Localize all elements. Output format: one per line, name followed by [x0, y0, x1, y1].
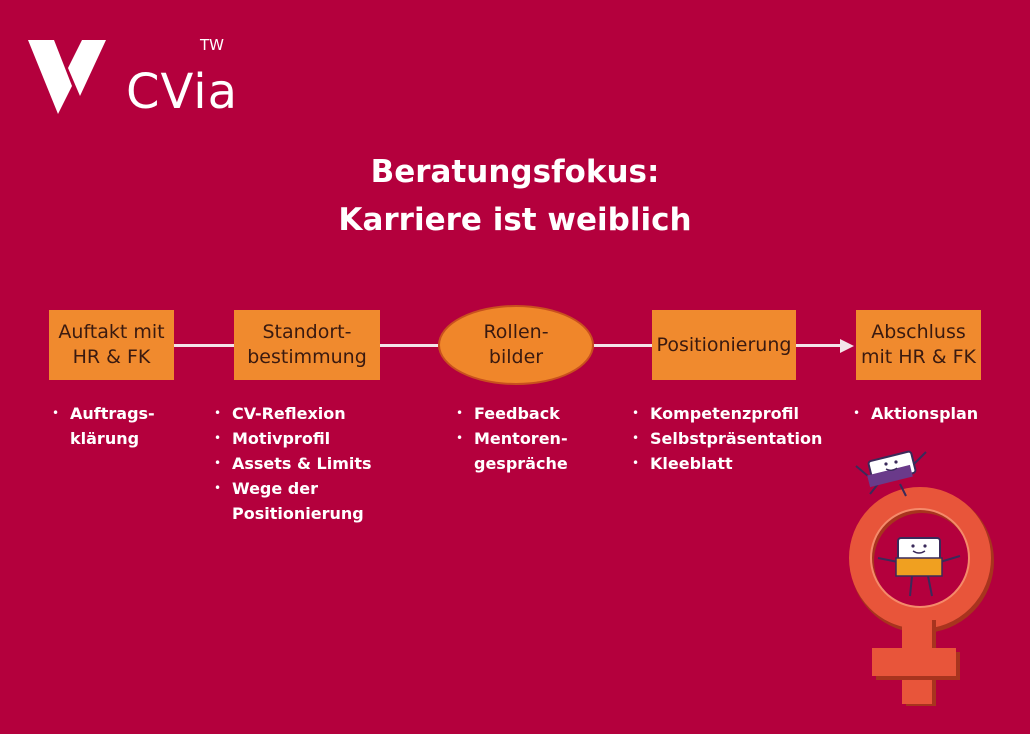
- bullets-abschluss: Aktionsplan: [851, 401, 978, 426]
- list-item: Motivprofil: [212, 426, 372, 451]
- step-positionierung: Positionierung: [652, 310, 796, 380]
- connector-4: [796, 344, 842, 347]
- list-item: Selbstpräsentation: [630, 426, 822, 451]
- list-item-continuation: gespräche: [474, 454, 568, 473]
- bullets-standort: CV-Reflexion Motivprofil Assets & Limits…: [212, 401, 372, 526]
- venus-figure-illustration: [849, 450, 994, 706]
- list-item: Assets & Limits: [212, 451, 372, 476]
- list-item: Aktionsplan: [851, 401, 978, 426]
- title-line-2: Karriere ist weiblich: [338, 202, 692, 238]
- figure-inner-icon: [877, 537, 961, 597]
- connector-1: [174, 344, 234, 347]
- step-rollenbilder: Rollen-bilder: [438, 305, 594, 385]
- connector-3: [594, 344, 652, 347]
- step-standortbestimmung: Standort-bestimmung: [234, 310, 380, 380]
- bullets-rollenbilder: Feedback Mentoren- gespräche: [454, 401, 568, 476]
- list-item-continuation: Positionierung: [232, 504, 364, 523]
- connector-2: [380, 344, 438, 347]
- list-item: Feedback: [454, 401, 568, 426]
- bullets-auftakt: Auftrags- klärung: [50, 401, 155, 451]
- v-logo-icon: [28, 40, 106, 114]
- logo-text: CVia: [126, 64, 239, 120]
- figure-top-icon: [855, 450, 927, 497]
- logo-trademark: TW: [200, 36, 224, 54]
- list-item: CV-Reflexion: [212, 401, 372, 426]
- bullets-positionierung: Kompetenzprofil Selbstpräsentation Kleeb…: [630, 401, 822, 476]
- arrowhead-icon: [840, 339, 854, 353]
- list-item: Kompetenzprofil: [630, 401, 822, 426]
- list-item-continuation: klärung: [70, 429, 140, 448]
- cvia-logo: CVia TW: [28, 38, 238, 118]
- page-title: Beratungsfokus: Karriere ist weiblich: [0, 148, 1030, 244]
- list-item: Mentoren-: [454, 426, 568, 451]
- title-line-1: Beratungsfokus:: [370, 154, 660, 190]
- list-item: Auftrags-: [50, 401, 155, 426]
- list-item: Wege der: [212, 476, 372, 501]
- list-item: Kleeblatt: [630, 451, 822, 476]
